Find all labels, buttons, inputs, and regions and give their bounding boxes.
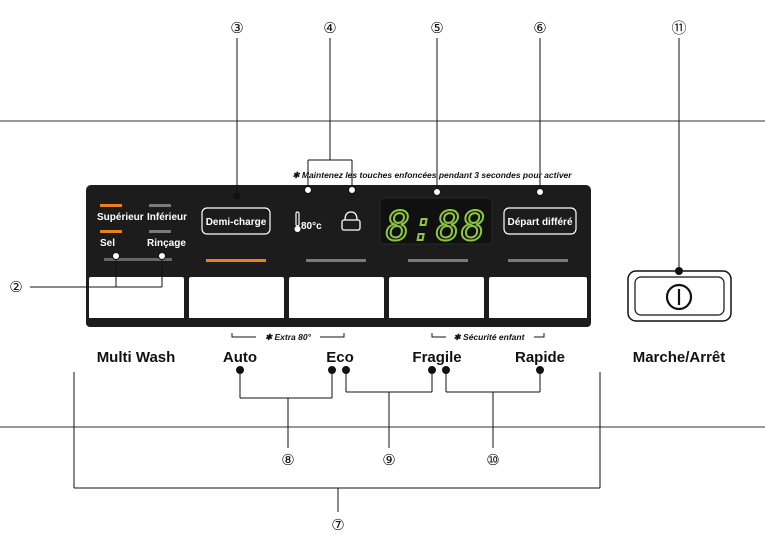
display-digits: 8:88: [386, 204, 486, 250]
led-rincage: [149, 230, 171, 233]
display-led: [408, 259, 468, 262]
label-marche-arret: Marche/Arrêt: [633, 349, 726, 366]
digital-display: [379, 197, 493, 245]
securite-group-bracket: [431, 333, 545, 338]
demi-charge-label: Demi-charge: [206, 217, 267, 228]
callout-8: ⑧: [281, 451, 294, 469]
led-superieur: [100, 204, 122, 207]
callout-2: ②: [9, 278, 22, 296]
label-rapide: Rapide: [515, 349, 565, 366]
label-multi-wash: Multi Wash: [97, 349, 176, 366]
thermometer-icon: [294, 211, 301, 232]
label-auto: Auto: [223, 349, 257, 366]
button-rapide[interactable]: [487, 275, 589, 323]
extra-group-bracket: [231, 333, 345, 338]
rapide-led: [508, 259, 568, 262]
instruction-note: ✱ Maintenez les touches enfoncées pendan…: [292, 170, 572, 180]
button-eco[interactable]: [287, 275, 386, 323]
child-lock-icon: [341, 211, 361, 231]
callout-lines: [30, 38, 683, 512]
label-fragile: Fragile: [412, 349, 461, 366]
power-icon: [665, 283, 693, 311]
button-row: [87, 275, 589, 323]
indicator-bar: [104, 258, 172, 261]
label-superieur: Supérieur: [97, 212, 144, 223]
callout-3: ③: [230, 19, 243, 37]
callout-11: ⑪: [671, 19, 686, 37]
callout-9: ⑨: [382, 451, 395, 469]
callout-4: ④: [323, 19, 336, 37]
securite-group-label: ✱ Sécurité enfant: [454, 332, 526, 342]
depart-differe-label: Départ différé: [507, 217, 572, 228]
led-inferieur: [149, 204, 171, 207]
panel-lip: [86, 318, 591, 327]
label-rincage: Rinçage: [147, 238, 186, 249]
callout-10: ⑩: [486, 451, 499, 469]
label-sel: Sel: [100, 238, 115, 249]
demi-charge-button[interactable]: [201, 207, 271, 235]
callout-5: ⑤: [430, 19, 443, 37]
extra-group-label: ✱ Extra 80°: [265, 332, 312, 342]
callout-6: ⑥: [533, 19, 546, 37]
temperature-label: 80°c: [301, 221, 322, 232]
extra-led: [306, 259, 366, 262]
led-sel: [100, 230, 122, 233]
button-multi-wash[interactable]: [87, 275, 186, 323]
demi-charge-led: [206, 259, 266, 262]
button-fragile[interactable]: [387, 275, 486, 323]
depart-differe-button[interactable]: [503, 207, 577, 235]
label-inferieur: Inférieur: [147, 212, 187, 223]
callout-7: ⑦: [331, 516, 344, 534]
button-auto[interactable]: [187, 275, 286, 323]
label-eco: Eco: [326, 349, 354, 366]
